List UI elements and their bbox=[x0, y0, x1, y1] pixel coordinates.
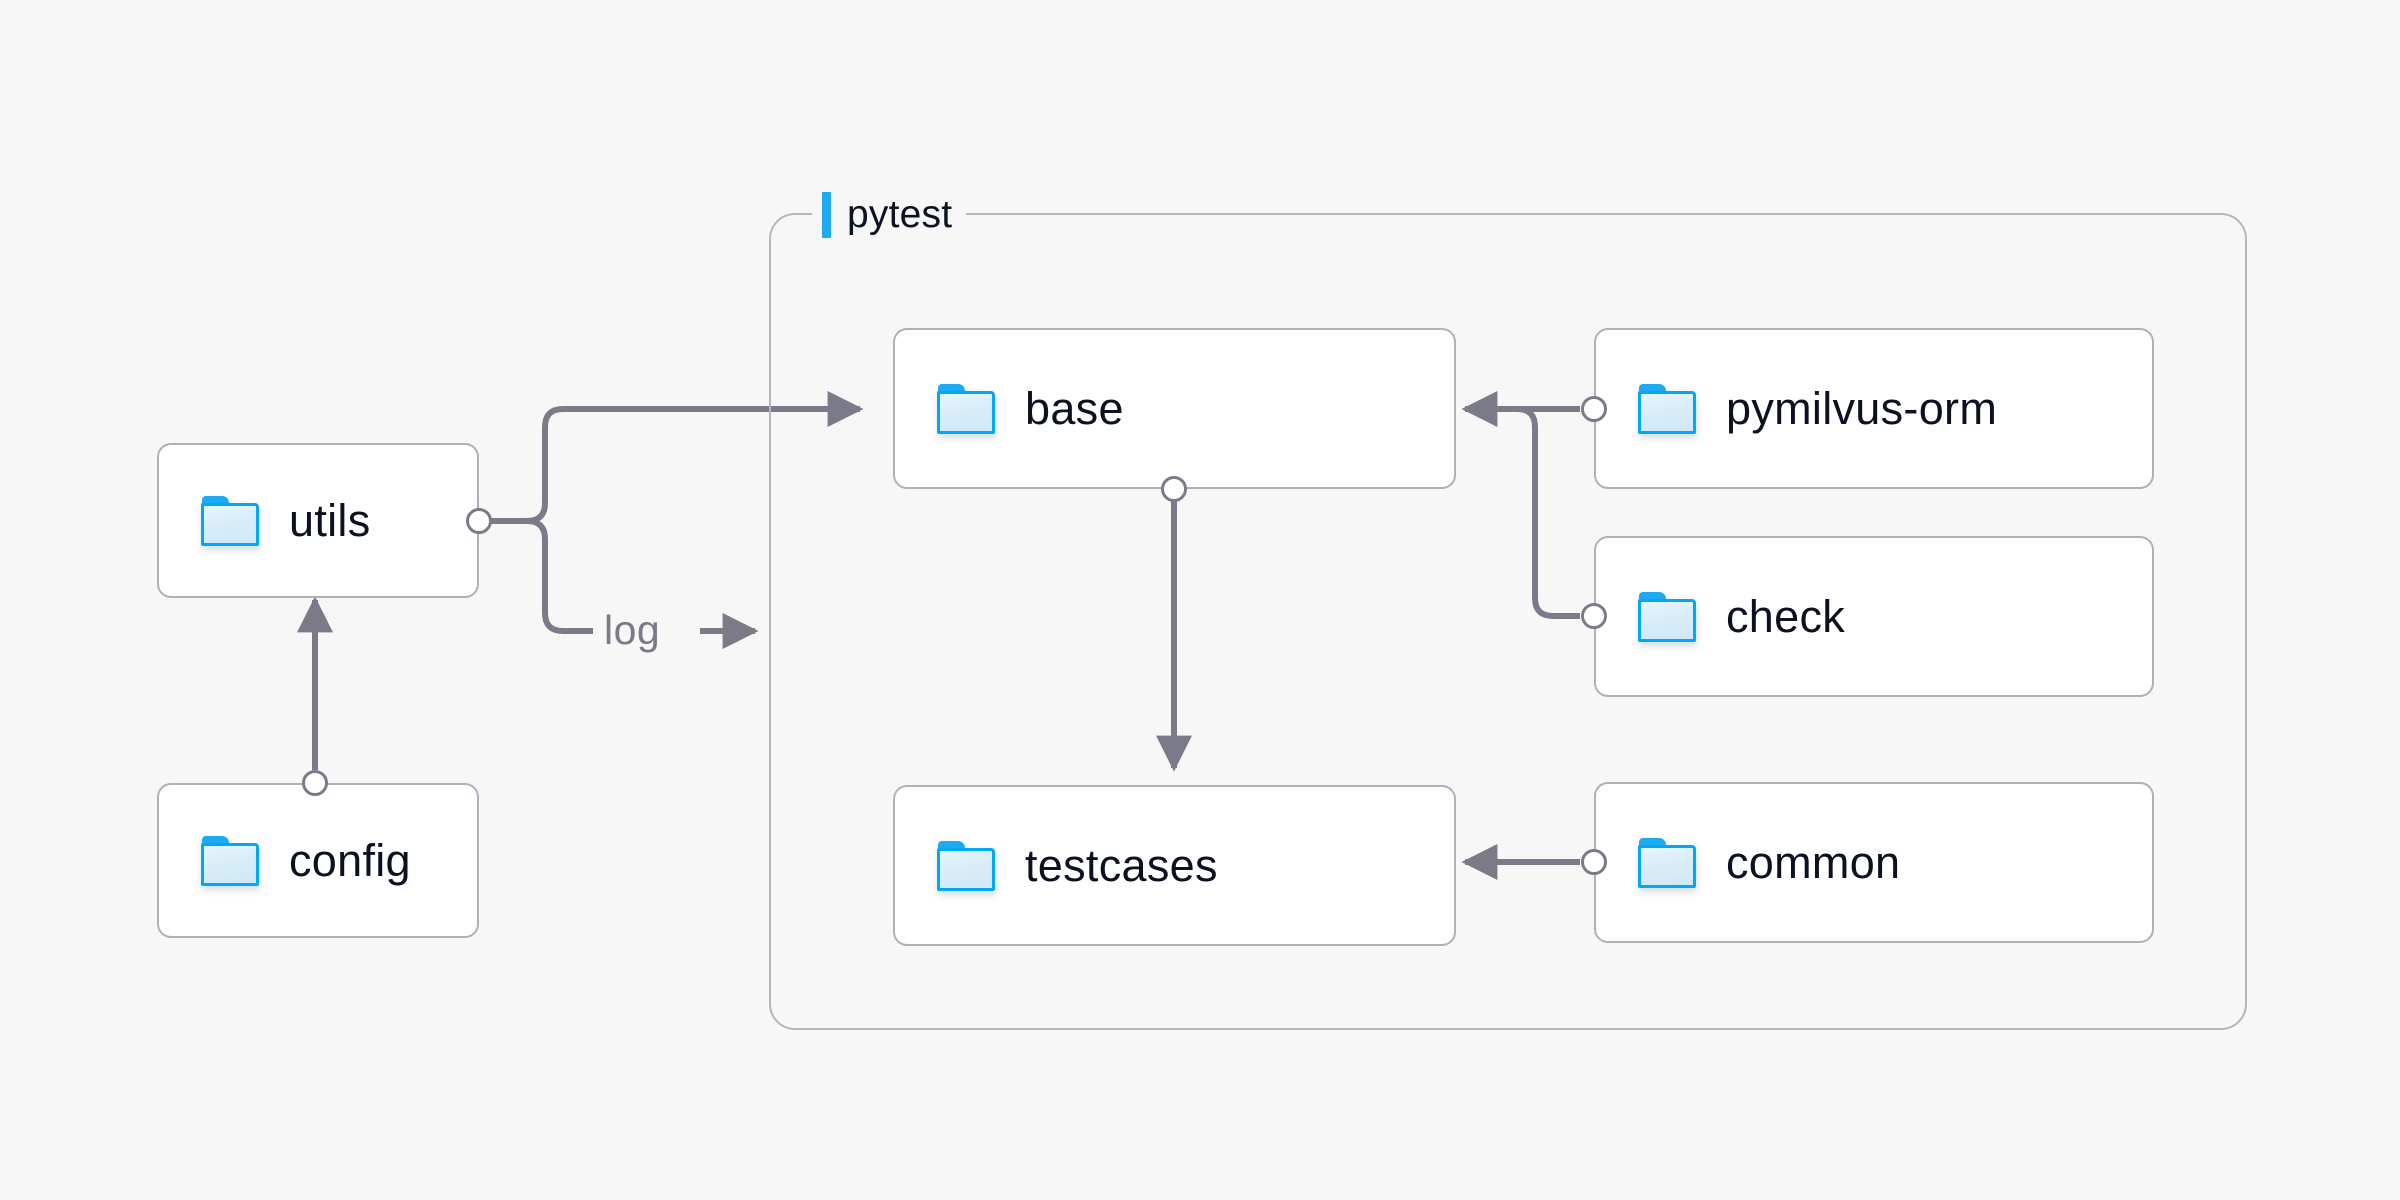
node-utils[interactable]: utils bbox=[157, 443, 479, 598]
folder-icon bbox=[937, 383, 995, 434]
edge-utils-to-log bbox=[487, 518, 593, 634]
node-pymilvus-orm[interactable]: pymilvus-orm bbox=[1594, 328, 2154, 489]
port-utils-right[interactable] bbox=[466, 508, 492, 534]
folder-icon bbox=[1638, 837, 1696, 888]
port-config-top[interactable] bbox=[302, 770, 328, 796]
folder-icon bbox=[201, 495, 259, 546]
node-config[interactable]: config bbox=[157, 783, 479, 938]
port-common-left[interactable] bbox=[1581, 849, 1607, 875]
node-label-check: check bbox=[1726, 590, 1846, 642]
group-title: pytest bbox=[847, 193, 953, 236]
node-label-common: common bbox=[1726, 836, 1901, 888]
edge-label-log: log bbox=[604, 607, 661, 653]
folder-icon bbox=[1638, 591, 1696, 642]
node-label-testcases: testcases bbox=[1025, 839, 1218, 891]
group-pytest-label: pytest bbox=[812, 188, 967, 242]
group-accent-bar bbox=[822, 192, 831, 238]
node-check[interactable]: check bbox=[1594, 536, 2154, 697]
node-label-base: base bbox=[1025, 382, 1124, 434]
node-testcases[interactable]: testcases bbox=[893, 785, 1456, 946]
node-label-utils: utils bbox=[289, 494, 371, 546]
folder-icon bbox=[1638, 383, 1696, 434]
port-check-left[interactable] bbox=[1581, 603, 1607, 629]
node-base[interactable]: base bbox=[893, 328, 1456, 489]
folder-icon bbox=[937, 840, 995, 891]
node-label-config: config bbox=[289, 834, 411, 886]
node-label-pymilvus-orm: pymilvus-orm bbox=[1726, 382, 1998, 434]
folder-icon bbox=[201, 835, 259, 886]
port-base-bottom[interactable] bbox=[1161, 476, 1187, 502]
node-common[interactable]: common bbox=[1594, 782, 2154, 943]
port-pymilvus-orm-left[interactable] bbox=[1581, 396, 1607, 422]
group-pytest[interactable] bbox=[769, 213, 2247, 1030]
